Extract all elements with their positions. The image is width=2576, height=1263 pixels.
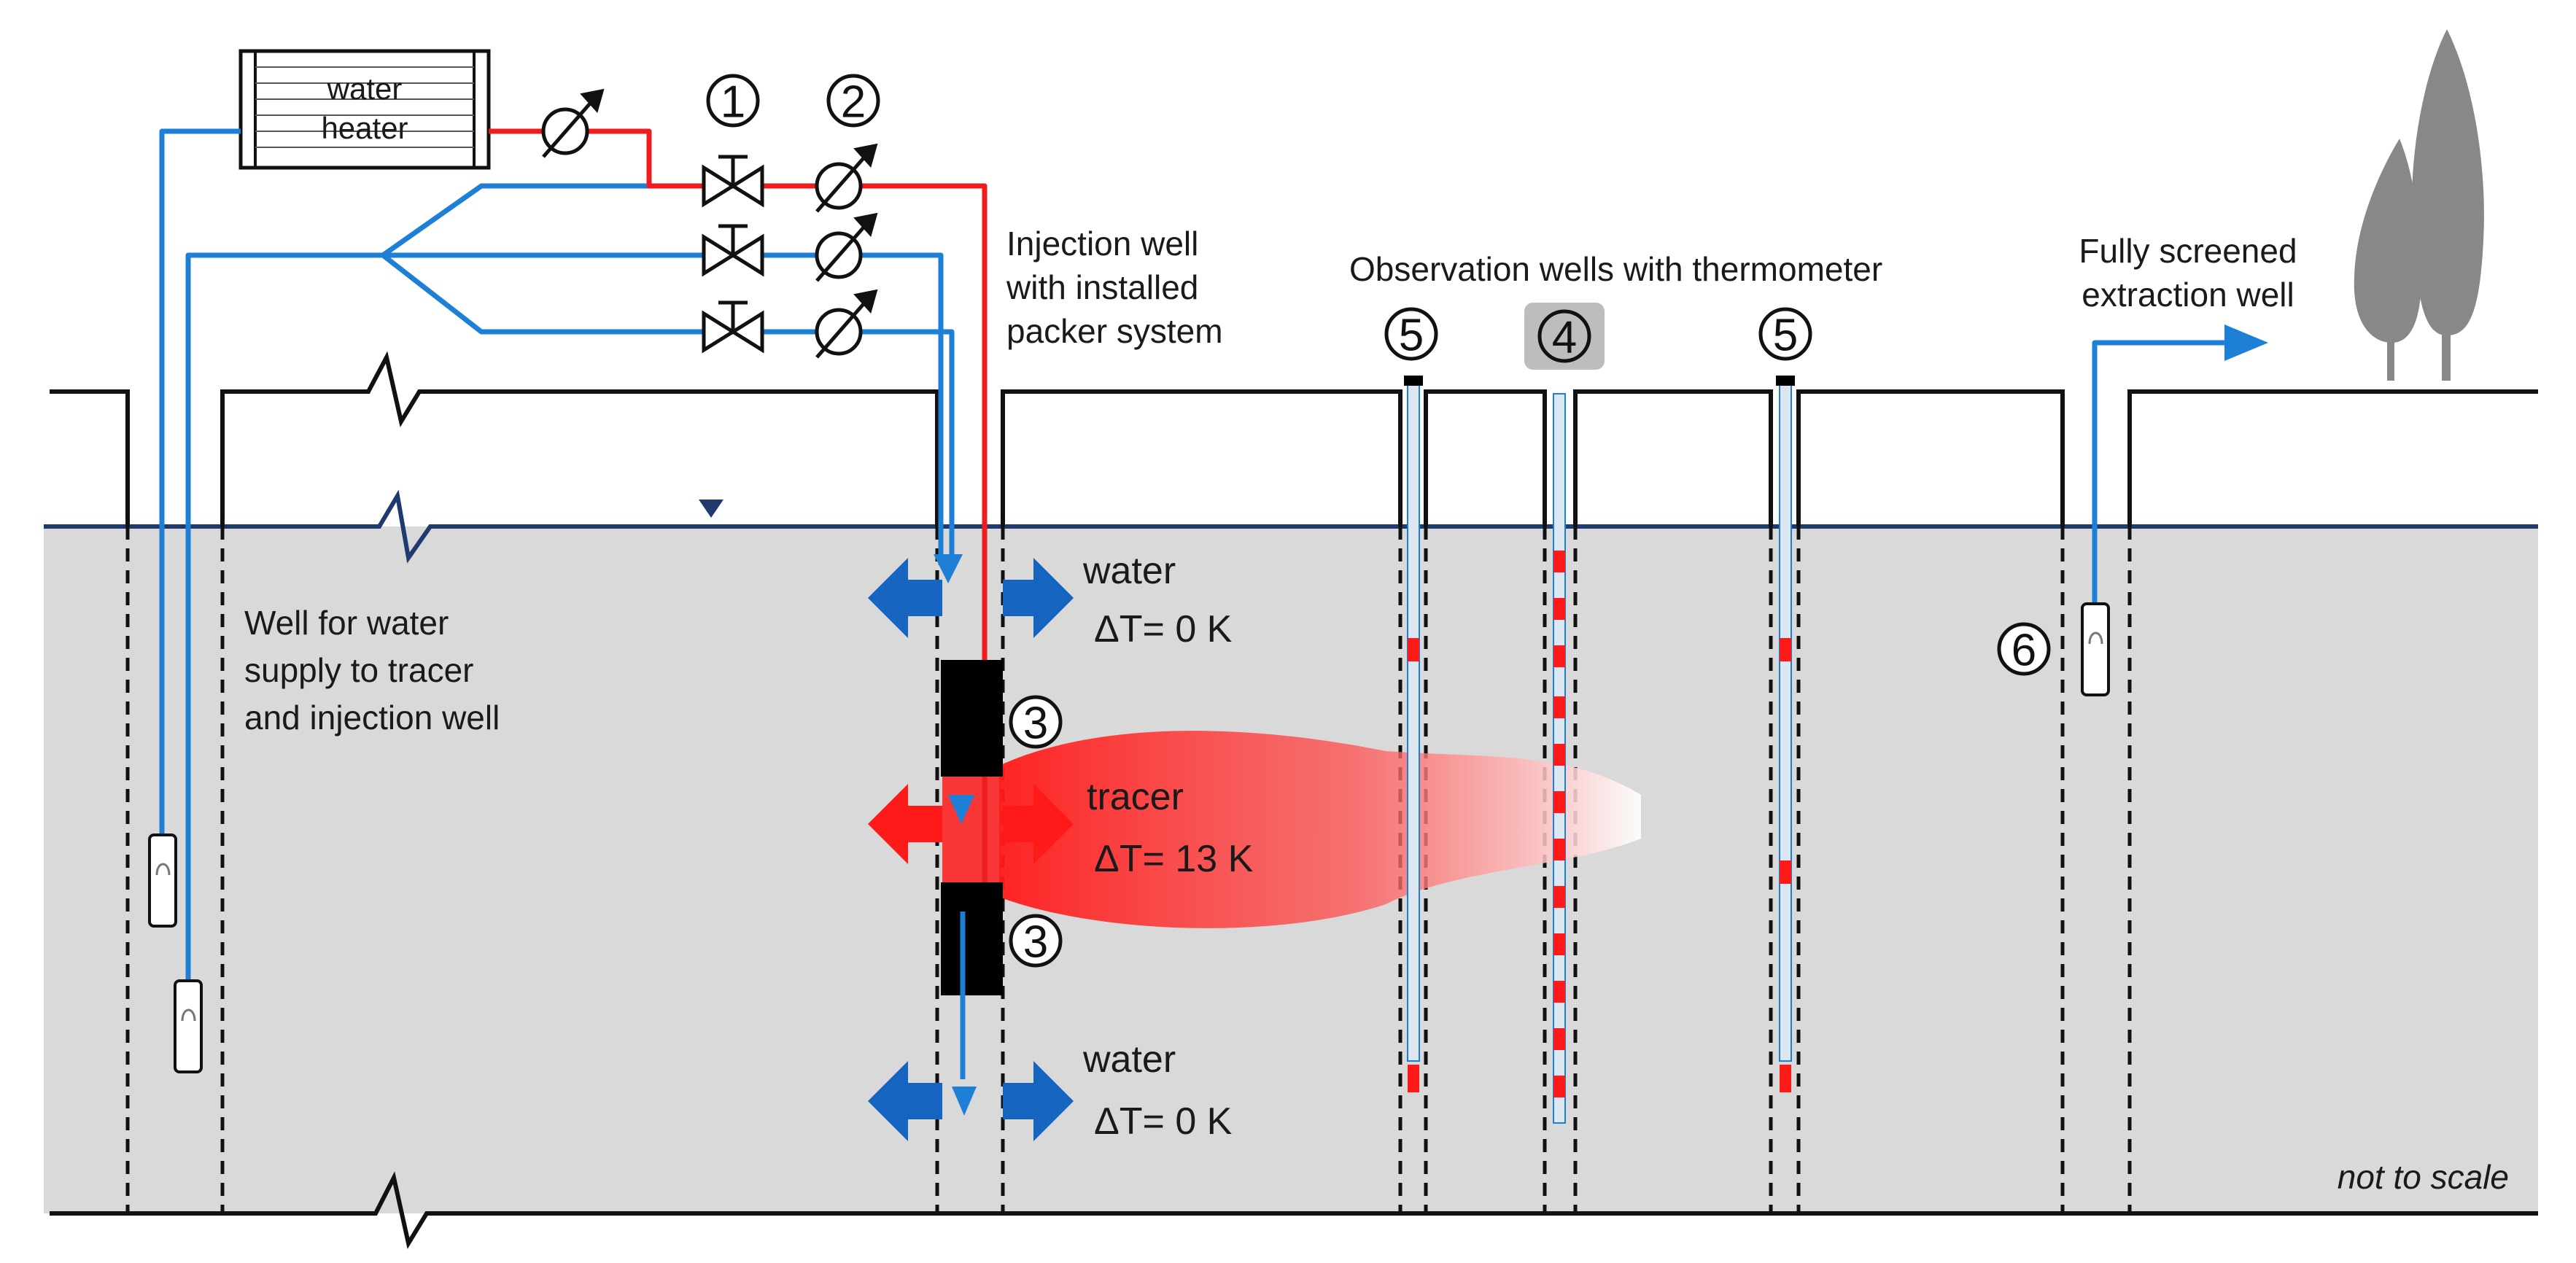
observation-well-center	[1553, 393, 1566, 1124]
svg-text:3: 3	[1023, 699, 1048, 749]
heater-label-line1: water	[327, 71, 403, 106]
extraction-pump	[2081, 602, 2110, 696]
svg-text:supply to tracer: supply to tracer	[244, 651, 473, 689]
injection-arrow-lower	[952, 1087, 977, 1116]
scale-note: not to scale	[2338, 1158, 2509, 1196]
ground-surface-line	[50, 351, 2538, 526]
svg-text:6: 6	[2011, 626, 2036, 676]
svg-text:and injection well: and injection well	[244, 699, 500, 737]
supply-well-label: Well for water supply to tracer and inje…	[244, 604, 500, 737]
svg-text:Injection well: Injection well	[1006, 225, 1198, 263]
thermometer-sensor	[1553, 645, 1565, 667]
flow-meter-3	[815, 289, 878, 359]
observation-wells-label: Observation wells with thermometer	[1349, 250, 1882, 288]
svg-text:5: 5	[1773, 311, 1798, 361]
marker-4: 4	[1524, 303, 1605, 370]
injection-arrow-mid	[948, 795, 974, 824]
svg-text:with installed: with installed	[1006, 268, 1198, 306]
borehole-walls	[125, 526, 2132, 1213]
flow-meter-2	[815, 212, 878, 282]
supply-pump-1	[148, 833, 177, 928]
thermometer-sensor	[1553, 981, 1565, 1003]
thermometer-sensor	[1408, 638, 1419, 661]
hot-water-line	[489, 128, 988, 660]
svg-text:2: 2	[841, 77, 866, 128]
svg-text:ΔT= 0 K: ΔT= 0 K	[1094, 608, 1233, 650]
svg-text:ΔT= 13 K: ΔT= 13 K	[1094, 838, 1254, 880]
marker-6: 6	[1997, 622, 2051, 676]
packer-upper	[941, 660, 1003, 777]
water-heater: water heater	[238, 49, 491, 170]
observation-well-right	[1776, 376, 1795, 1092]
tracer-arrows	[868, 784, 1074, 864]
marker-3-upper: 3	[1009, 695, 1063, 749]
svg-text:ΔT= 0 K: ΔT= 0 K	[1094, 1100, 1233, 1143]
thermometer-sensor	[1553, 791, 1565, 813]
injection-arrow-upper	[934, 554, 963, 583]
water-arrows-top	[868, 558, 1074, 638]
thermometer-sensor	[1553, 598, 1565, 620]
svg-text:3: 3	[1023, 917, 1048, 968]
extraction-outlet-arrow	[2224, 325, 2268, 361]
thermometer-sensor	[1780, 1065, 1791, 1092]
trees-icon	[2354, 29, 2484, 381]
extraction-well-label: Fully screened extraction well	[2079, 232, 2297, 314]
thermometer-sensor	[1408, 1065, 1419, 1092]
svg-text:water: water	[1082, 1038, 1176, 1081]
svg-text:Fully screened: Fully screened	[2079, 232, 2297, 270]
injection-well-label: Injection well with installed packer sys…	[1006, 225, 1223, 350]
tracer-label: tracer ΔT= 13 K	[1087, 776, 1254, 880]
water-arrows-bottom	[868, 1061, 1074, 1141]
packer-lower	[941, 882, 1003, 995]
observation-well-left	[1404, 376, 1423, 1092]
thermometer-sensor	[1553, 839, 1565, 860]
svg-text:Well for water: Well for water	[244, 604, 449, 642]
thermometer-sensor	[1553, 886, 1565, 908]
thermometer-sensor	[1780, 638, 1791, 661]
supply-pump-2	[174, 979, 203, 1073]
marker-3-lower: 3	[1009, 914, 1063, 968]
water-table-line	[44, 489, 2538, 564]
valve-1	[702, 155, 764, 208]
thermometer-sensor	[1553, 696, 1565, 718]
marker-5-right: 5	[1758, 307, 1812, 361]
aquifer-base-line	[50, 1171, 2538, 1249]
tracer-zone-in-well	[942, 773, 1001, 890]
thermometer-sensor	[1553, 744, 1565, 766]
svg-text:tracer: tracer	[1087, 776, 1184, 818]
marker-1: 1	[706, 74, 760, 128]
tracer-plume	[999, 731, 1641, 928]
water-label-top: water ΔT= 0 K	[1082, 550, 1233, 650]
thermometer-sensor	[1553, 1028, 1565, 1050]
marker-2: 2	[826, 74, 880, 128]
svg-text:1: 1	[721, 77, 745, 128]
water-table-symbol	[699, 500, 723, 518]
thermometer-sensor	[1553, 933, 1565, 955]
valve-3	[702, 300, 764, 354]
valve-2	[702, 224, 764, 277]
svg-text:5: 5	[1399, 311, 1424, 361]
thermometer-sensor	[1780, 860, 1791, 884]
svg-text:water: water	[1082, 550, 1176, 592]
water-label-bottom: water ΔT= 0 K	[1082, 1038, 1233, 1143]
svg-text:extraction well: extraction well	[2082, 276, 2294, 314]
svg-text:4: 4	[1552, 313, 1577, 363]
marker-5-left: 5	[1384, 307, 1438, 361]
flow-meter-1	[815, 143, 878, 213]
heater-label-line2: heater	[321, 111, 408, 145]
flow-meter-heater	[541, 88, 605, 158]
svg-text:packer system: packer system	[1006, 312, 1223, 350]
thermometer-sensor	[1553, 1076, 1565, 1097]
thermometer-sensor	[1553, 551, 1565, 572]
